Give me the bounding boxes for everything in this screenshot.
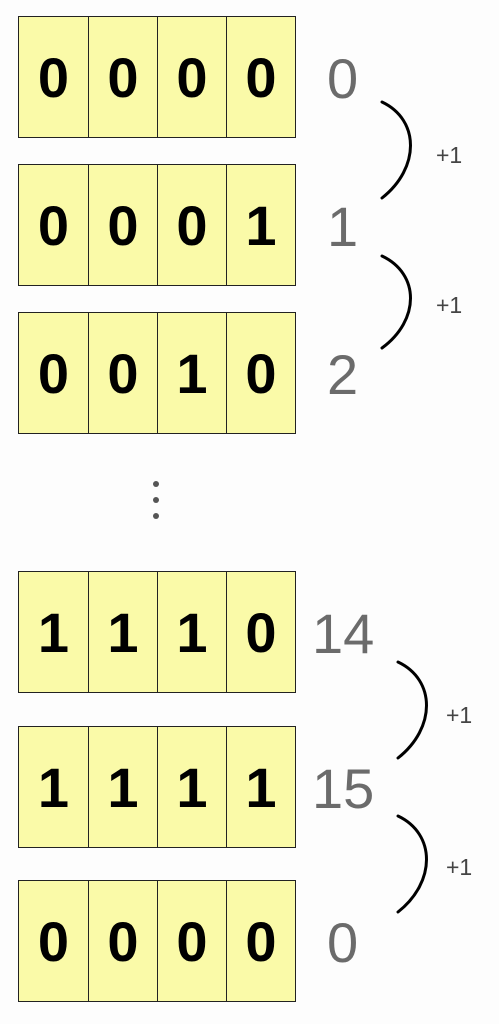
bit-cell: 0 [88,17,157,137]
bit-cell: 1 [37,755,70,819]
bit-cell: 1 [157,727,226,847]
bit-cell: 0 [157,165,226,285]
bit-cell: 0 [88,881,157,1001]
bit-box-group: 0 0 1 0 [18,312,296,434]
bit-cell: 1 [88,572,157,692]
bit-cell: 0 [88,165,157,285]
bit-cell: 0 [226,313,295,433]
decimal-value: 2 [327,342,359,406]
bit-cell: 1 [157,572,226,692]
decimal-value: 1 [327,194,359,258]
bit-cell: 0 [37,193,70,257]
bit-cell: 0 [157,881,226,1001]
bit-box-group: 1 1 1 0 [18,571,296,693]
bit-row-3: 1 1 1 0 14 [0,571,499,695]
increment-label: +1 [446,702,473,728]
bit-cell: 0 [157,17,226,137]
brace-connector [380,100,412,200]
bit-row-1: 0 0 0 1 1 [0,164,499,288]
increment-label: +1 [436,292,463,318]
decimal-value: 0 [327,910,359,974]
bit-cell: 0 [37,909,70,973]
bit-box-group: 1 1 1 1 [18,726,296,848]
bit-box-group: 0 0 0 1 [18,164,296,286]
increment-label: +1 [436,142,463,168]
bit-cell: 0 [37,341,70,405]
decimal-value: 14 [312,601,375,665]
bit-box-group: 0 0 0 0 [18,16,296,138]
bit-cell: 0 [226,572,295,692]
bit-cell: 1 [157,313,226,433]
decimal-value: 0 [327,46,359,110]
brace-connector [396,660,428,760]
bit-cell: 1 [226,165,295,285]
bit-cell: 1 [226,727,295,847]
decimal-value: 15 [312,756,375,820]
brace-connector [396,814,428,914]
brace-connector [380,254,412,350]
increment-label: +1 [446,854,473,880]
bit-row-0: 0 0 0 0 0 [0,16,499,140]
bit-row-5: 0 0 0 0 0 [0,880,499,1004]
bit-row-4: 1 1 1 1 15 [0,726,499,850]
vertical-ellipsis-icon [153,481,159,519]
bit-box-group: 0 0 0 0 [18,880,296,1002]
bit-cell: 1 [88,727,157,847]
bit-cell: 0 [37,45,70,109]
bit-row-2: 0 0 1 0 2 [0,312,499,436]
bit-cell: 1 [37,600,70,664]
bit-cell: 0 [226,881,295,1001]
bit-cell: 0 [226,17,295,137]
bit-cell: 0 [88,313,157,433]
